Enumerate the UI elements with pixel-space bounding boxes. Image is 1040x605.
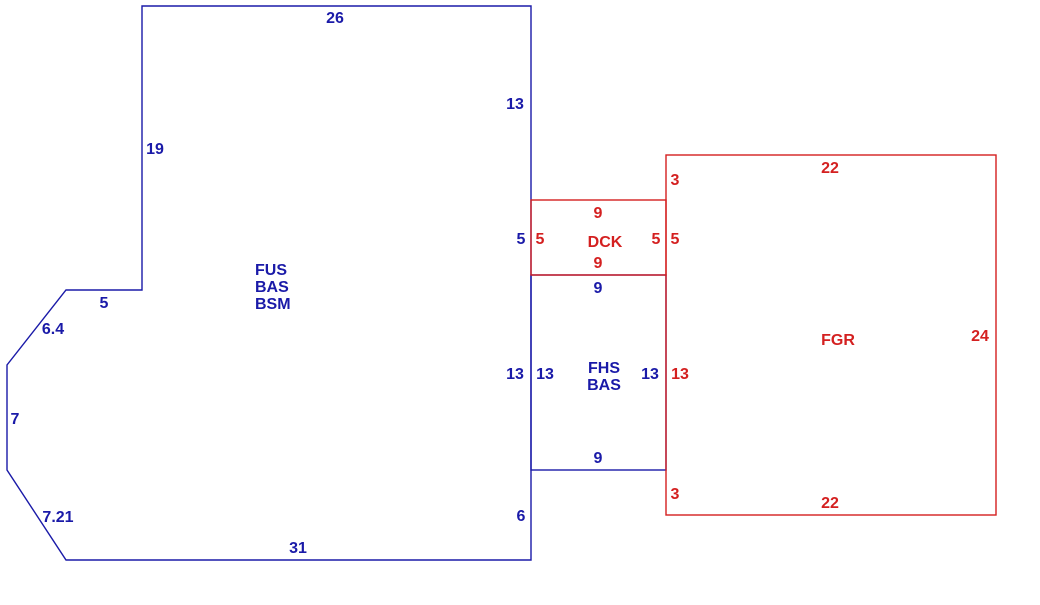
- garage-outline: [665, 154, 997, 516]
- dim-main-top: 26: [326, 10, 344, 27]
- deck-area-label: DCK: [588, 234, 623, 251]
- dim-garage-bottom: 22: [821, 495, 839, 512]
- main-area-label-1: FUS: [255, 262, 287, 279]
- dim-garage-left-fhs: 13: [671, 366, 689, 383]
- dim-main-notch: 5: [100, 295, 109, 312]
- dim-main-left-diag-upper: 6.4: [42, 321, 64, 338]
- dim-garage-left-deck: 5: [671, 231, 680, 248]
- dim-fhs-top: 9: [594, 280, 603, 297]
- fhs-area-label-2: BAS: [587, 377, 621, 394]
- dim-main-left-upper: 19: [146, 141, 164, 158]
- dim-fhs-right: 13: [641, 366, 659, 383]
- dim-main-left-diag-lower: 7.21: [42, 509, 73, 526]
- main-area-label-2: BAS: [255, 279, 289, 296]
- dim-garage-left-bottom: 3: [671, 486, 680, 503]
- dim-garage-right: 24: [971, 328, 989, 345]
- dim-deck-right: 5: [652, 231, 661, 248]
- main-area-label-3: BSM: [255, 296, 291, 313]
- dim-garage-top: 22: [821, 160, 839, 177]
- dim-main-right-bottom: 6: [517, 508, 526, 525]
- dim-main-left: 7: [11, 411, 20, 428]
- dim-main-right-lower: 13: [506, 366, 524, 383]
- garage-area-label: FGR: [821, 332, 855, 349]
- main-house-outline: [6, 5, 532, 561]
- dim-deck-top: 9: [594, 205, 603, 222]
- dim-garage-left-top: 3: [671, 172, 680, 189]
- dim-main-right-upper: 13: [506, 96, 524, 113]
- dim-fhs-bottom: 9: [594, 450, 603, 467]
- fhs-area-label-1: FHS: [588, 360, 620, 377]
- dim-main-right-mid: 5: [517, 231, 526, 248]
- dim-main-bottom: 31: [289, 540, 307, 557]
- dim-deck-left: 5: [536, 231, 545, 248]
- dim-deck-bottom: 9: [594, 255, 603, 272]
- dim-fhs-left: 13: [536, 366, 554, 383]
